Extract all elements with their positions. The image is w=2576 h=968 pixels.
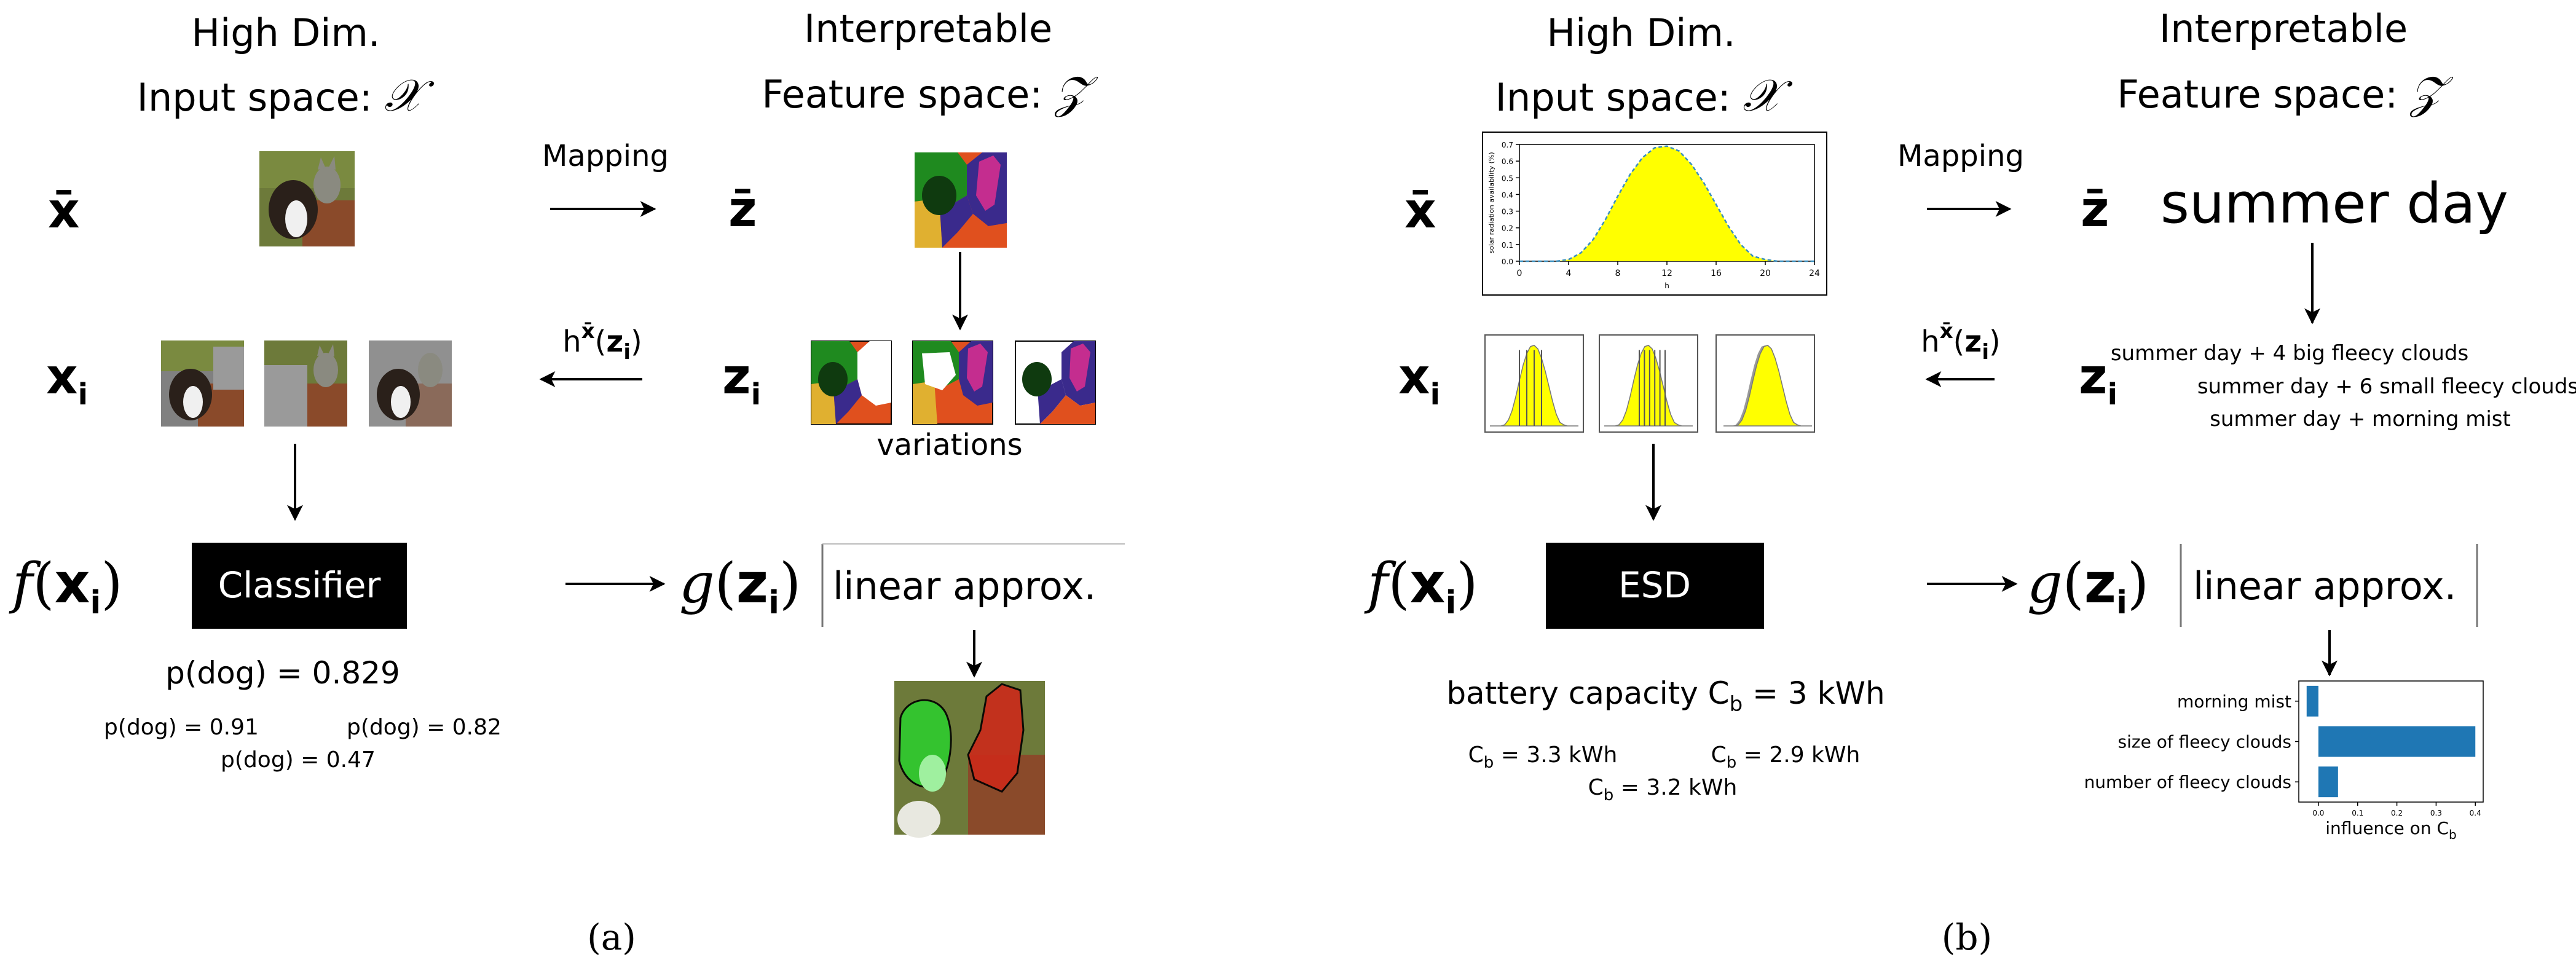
variations-label: variations xyxy=(876,428,1022,462)
influence-x-tick-label: 0.0 xyxy=(2312,809,2324,817)
g-of-zi-b: g(zi) xyxy=(2027,551,2149,621)
solar-line xyxy=(1519,145,1814,262)
feature-space-symbol: 𝒵 xyxy=(1054,66,1098,118)
header-input-line2: Input space: 𝒳 xyxy=(137,69,435,121)
approx-label: linear approx. xyxy=(833,564,1096,608)
h-mapping-label: hx̄(zi) xyxy=(562,319,642,364)
solar-y-tick-label: 0.2 xyxy=(1502,224,1513,233)
variation-image-1 xyxy=(161,340,244,427)
f-of-xi-b: f(xi) xyxy=(1364,551,1478,621)
approx-label-b: linear approx. xyxy=(2193,564,2456,608)
esd-label: ESD xyxy=(1618,564,1691,606)
header-feature-line1-b: Interpretable xyxy=(2159,6,2408,51)
solar-y-tick-label: 0.5 xyxy=(1502,174,1513,183)
mapping-label: Mapping xyxy=(542,139,669,173)
variation-capacity-1: Cb = 3.3 kWh xyxy=(1468,742,1618,772)
xbar-symbol: x̄ xyxy=(48,182,80,239)
variation-capacity-2: Cb = 2.9 kWh xyxy=(1711,742,1861,772)
f-of-xi: f(xi) xyxy=(9,551,122,621)
mapping-label-b: Mapping xyxy=(1897,139,2024,173)
variation-image-3 xyxy=(369,340,452,427)
variation-text-2: summer day + 6 small fleecy clouds xyxy=(2197,374,2576,399)
feature-space-symbol-b: 𝒵 xyxy=(2409,66,2454,118)
solar-x-tick-label: 12 xyxy=(1661,269,1672,278)
variation-profile-area xyxy=(1604,345,1693,427)
g-of-zi: g(zi) xyxy=(679,551,801,621)
influence-x-tick-label: 0.2 xyxy=(2391,809,2403,817)
segment-variation-2 xyxy=(912,340,993,425)
zi-symbol-b: zi xyxy=(2079,348,2117,412)
panel-b: High Dim. Input space: 𝒳 Interpretable F… xyxy=(1364,6,2576,958)
solar-area xyxy=(1519,146,1814,261)
solar-y-tick-label: 0.7 xyxy=(1502,141,1513,149)
header-input-line1-b: High Dim. xyxy=(1546,10,1735,55)
influence-category-label: morning mist xyxy=(2177,691,2291,712)
solar-profile-chart: 0 4 8 12 16 20 24 0.0 0.1 0.2 0.3 0.4 0.5 0.6 0.7 h sola… xyxy=(1482,132,1827,296)
variation-prediction-1: p(dog) = 0.91 xyxy=(104,715,259,740)
solar-y-tick-label: 0.4 xyxy=(1502,191,1513,199)
solar-x-tick-label: 8 xyxy=(1615,269,1621,278)
solar-y-tick-label: 0.0 xyxy=(1502,258,1513,266)
xi-symbol: xi xyxy=(46,348,88,412)
variation-prediction-2: p(dog) = 0.82 xyxy=(347,715,502,740)
caption-b: (b) xyxy=(1942,916,1992,958)
influence-bar-chart: morning mist size of fleecy clouds number … xyxy=(2084,680,2484,842)
solar-y-tick-label: 0.6 xyxy=(1502,157,1513,166)
segment-variation-3 xyxy=(1015,340,1096,425)
classifier-label: Classifier xyxy=(218,564,381,606)
header-input-line1: High Dim. xyxy=(191,10,380,55)
variation-profiles xyxy=(1484,334,1815,433)
variation-image-2 xyxy=(264,340,347,427)
header-feature-line2: Feature space: 𝒵 xyxy=(762,66,1098,118)
classifier-box xyxy=(192,543,407,629)
solar-x-tick-label: 4 xyxy=(1566,269,1572,278)
solar-x-tick-label: 20 xyxy=(1760,269,1771,278)
influence-x-tick-label: 0.3 xyxy=(2430,809,2442,817)
solar-y-tick-label: 0.3 xyxy=(1502,208,1513,216)
header-feature-line1: Interpretable xyxy=(804,6,1052,51)
zbar-symbol-b: z̄ xyxy=(2081,181,2109,238)
solar-x-tick-label: 24 xyxy=(1809,269,1820,278)
solar-y-axis-label: solar radiation availability (%) xyxy=(1487,152,1495,253)
solar-y-tick-label: 0.1 xyxy=(1502,241,1513,250)
variation-capacity-3: Cb = 3.2 kWh xyxy=(1588,775,1738,805)
influence-x-tick-label: 0.4 xyxy=(2470,809,2481,817)
caption-a: (a) xyxy=(587,916,636,958)
segmented-image xyxy=(915,152,1007,248)
esd-box xyxy=(1546,543,1764,629)
solar-x-tick-label: 0 xyxy=(1517,269,1522,278)
influence-bar xyxy=(2318,766,2338,798)
influence-bar xyxy=(2318,726,2476,757)
original-image xyxy=(259,151,355,246)
input-space-symbol: 𝒳 xyxy=(384,69,435,121)
solar-x-axis-label: h xyxy=(1664,281,1669,290)
variation-text-1: summer day + 4 big fleecy clouds xyxy=(2111,341,2468,366)
variation-profile-area xyxy=(1723,345,1812,427)
influence-category-label: number of fleecy clouds xyxy=(2084,772,2291,792)
xi-symbol-b: xi xyxy=(1398,348,1440,412)
input-space-symbol-b: 𝒳 xyxy=(1743,69,1793,121)
main-capacity: battery capacity Cb = 3 kWh xyxy=(1446,675,1885,717)
segment-variation-1 xyxy=(811,340,892,425)
explanation-image xyxy=(894,681,1045,838)
zbar-value: summer day xyxy=(2160,171,2508,236)
zi-symbol: zi xyxy=(722,348,761,412)
solar-x-tick-label: 16 xyxy=(1711,269,1722,278)
influence-category-label: size of fleecy clouds xyxy=(2118,732,2291,752)
variation-text-3: summer day + morning mist xyxy=(2210,407,2511,431)
influence-x-axis-label: influence on Cb xyxy=(2325,818,2456,842)
main-prediction: p(dog) = 0.829 xyxy=(165,655,400,691)
header-feature-line2-b: Feature space: 𝒵 xyxy=(2117,66,2453,118)
variation-prediction-3: p(dog) = 0.47 xyxy=(221,747,376,773)
influence-bar xyxy=(2306,685,2318,717)
panel-a: High Dim. Input space: 𝒳 Interpretable F… xyxy=(9,6,1125,958)
h-mapping-label-b: hx̄(zi) xyxy=(1921,319,2000,364)
zbar-symbol: z̄ xyxy=(728,181,757,238)
header-input-line2-b: Input space: 𝒳 xyxy=(1495,69,1794,121)
xbar-symbol-b: x̄ xyxy=(1404,182,1436,239)
influence-x-tick-label: 0.1 xyxy=(2352,809,2363,817)
